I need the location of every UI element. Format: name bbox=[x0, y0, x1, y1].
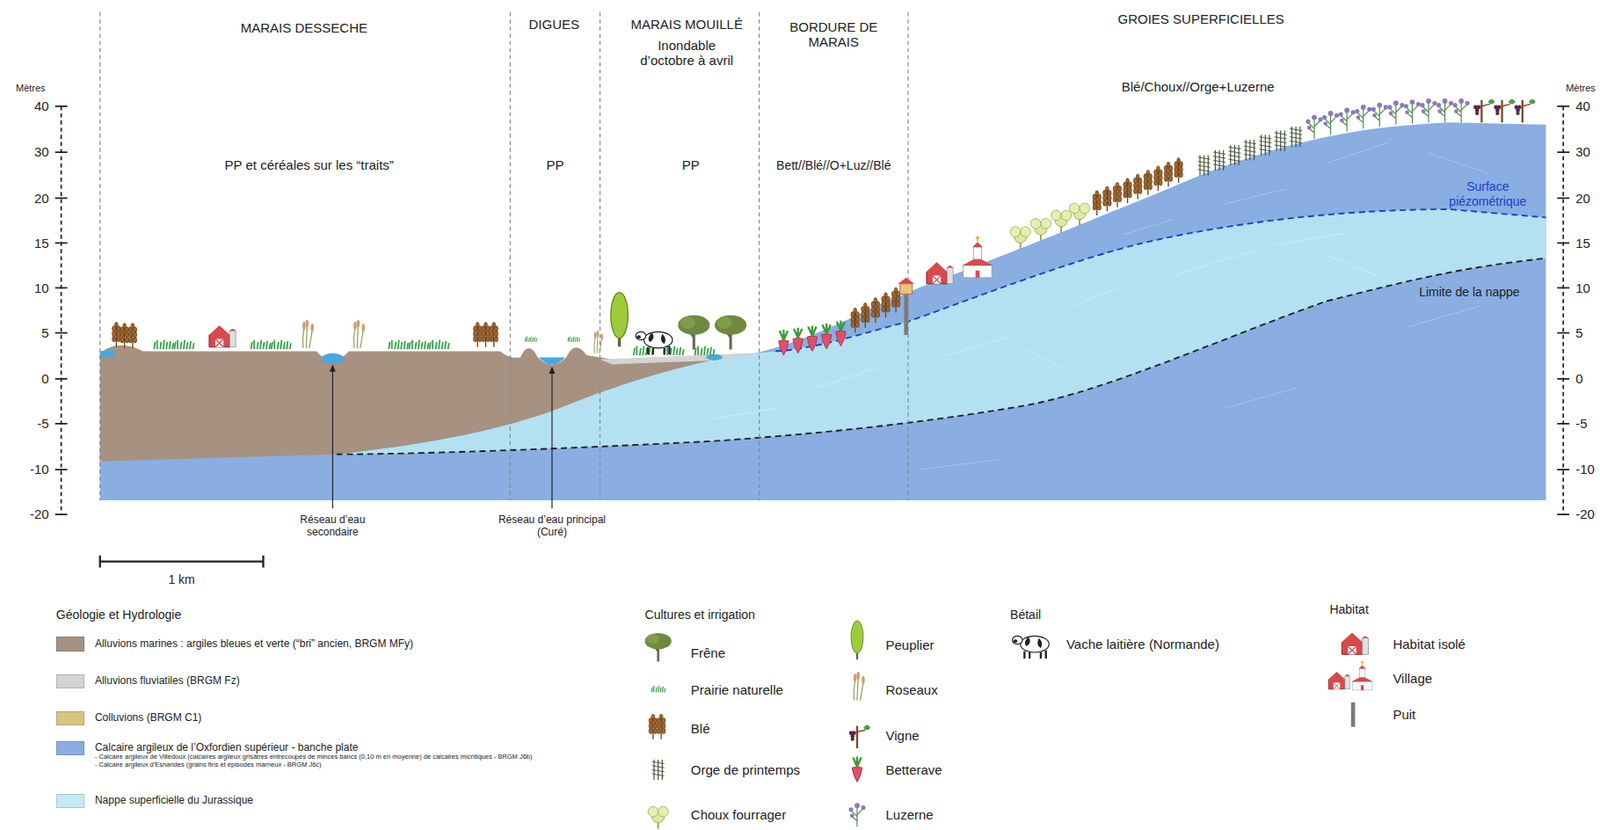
axis-value: 40 bbox=[34, 98, 50, 114]
axis-value: 0 bbox=[41, 370, 49, 386]
legend-text: Vache laitière (Normande) bbox=[1066, 636, 1220, 652]
legend-text: Habitat isolé bbox=[1392, 636, 1466, 652]
legend-text: Alluvions fluviatiles (BRGM Fz) bbox=[94, 675, 240, 688]
axis-value: -5 bbox=[36, 415, 49, 431]
axis-value: 5 bbox=[1575, 325, 1583, 341]
zone-heading: BORDURE DE MARAIS bbox=[776, 19, 891, 51]
legend-swatch bbox=[56, 636, 86, 651]
axis-value: 20 bbox=[1575, 190, 1591, 206]
legend-text: Nappe superficielle du Jurassique bbox=[94, 794, 254, 808]
axis-value: 30 bbox=[34, 144, 50, 160]
legend-text: Blé bbox=[690, 720, 711, 736]
legend-heading: Géologie et Hydrologie bbox=[56, 607, 182, 622]
legend-note: - Calcaire argileux d’Esnandes (grains f… bbox=[94, 761, 322, 770]
axis-unit: Mètres bbox=[15, 82, 46, 95]
legend-note: - Calcaire argileux de Villedoux (calcai… bbox=[94, 753, 533, 762]
axis-value: -20 bbox=[29, 506, 50, 522]
land-use: PP bbox=[545, 157, 564, 173]
zone-heading: MARAIS DESSECHE bbox=[240, 20, 368, 36]
axis-value: 15 bbox=[1575, 235, 1591, 251]
zone-heading: DIGUES bbox=[529, 16, 581, 32]
piezometric-label: Surface piézométrique bbox=[1440, 179, 1535, 208]
canal-label: Réseau d’eau principal (Curé) bbox=[484, 514, 619, 539]
legend-text: Puit bbox=[1392, 706, 1416, 722]
land-use: PP et céréales sur les “traits” bbox=[225, 157, 394, 173]
axis-value: 5 bbox=[41, 325, 49, 341]
legend-text: Frêne bbox=[690, 645, 726, 661]
zone-heading: MARAIS MOUILLÉ bbox=[630, 16, 743, 32]
legend-text: Village bbox=[1392, 670, 1433, 686]
axis-value: -10 bbox=[1575, 461, 1595, 477]
legend-text: Luzerne bbox=[886, 807, 934, 822]
legend-text: Orge de printemps bbox=[690, 762, 800, 778]
aquifer-limit-label: Limite de la nappe bbox=[1418, 284, 1520, 299]
axis-value: -10 bbox=[29, 461, 50, 477]
legend-text: Calcaire argileux de l’Oxfordien supérie… bbox=[94, 741, 359, 755]
axis-value: -5 bbox=[1575, 415, 1587, 431]
legend-text: Choux fourrager bbox=[690, 807, 786, 822]
legend-swatch bbox=[56, 793, 86, 808]
zone-heading: GROIES SUPERFICIELLES bbox=[1118, 11, 1285, 27]
axis-value: 15 bbox=[34, 235, 50, 251]
axis-value: 40 bbox=[1575, 98, 1591, 114]
axis-value: 10 bbox=[1575, 280, 1591, 296]
legend-text: Colluvions (BRGM C1) bbox=[94, 712, 202, 725]
legend-text: Prairie naturelle bbox=[690, 682, 784, 698]
scale-label: 1 km bbox=[167, 572, 195, 587]
legend-heading: Habitat bbox=[1329, 602, 1368, 617]
legend-text: Vigne bbox=[886, 727, 920, 743]
legend-heading: Cultures et irrigation bbox=[645, 607, 756, 622]
land-use: PP bbox=[682, 157, 700, 173]
crop-rotation: Blé/Choux//Orge+Luzerne bbox=[1121, 79, 1275, 95]
legend-text: Betterave bbox=[886, 762, 943, 778]
legend-text: Roseaux bbox=[886, 682, 939, 698]
axis-value: -20 bbox=[1575, 506, 1595, 522]
legend-swatch bbox=[56, 711, 86, 726]
legend-text: Alluvions marines : argiles bleues et ve… bbox=[94, 638, 414, 651]
axis-value: 30 bbox=[1575, 144, 1591, 160]
axis-value: 20 bbox=[34, 190, 50, 206]
axis-value: 0 bbox=[1575, 370, 1583, 386]
zone-note: Inondable d’octobre à avril bbox=[630, 37, 743, 69]
crop-rotation: Bett//Blé//O+Luz//Blé bbox=[776, 158, 891, 173]
axis-value: 10 bbox=[34, 280, 50, 296]
legend-heading: Bétail bbox=[1010, 607, 1041, 622]
canal-label: Réseau d’eau secondaire bbox=[285, 514, 380, 539]
axis-unit: Mètres bbox=[1565, 82, 1596, 95]
legend-swatch bbox=[56, 674, 86, 689]
legend-text: Peuplier bbox=[886, 637, 935, 653]
legend-swatch bbox=[56, 741, 86, 756]
